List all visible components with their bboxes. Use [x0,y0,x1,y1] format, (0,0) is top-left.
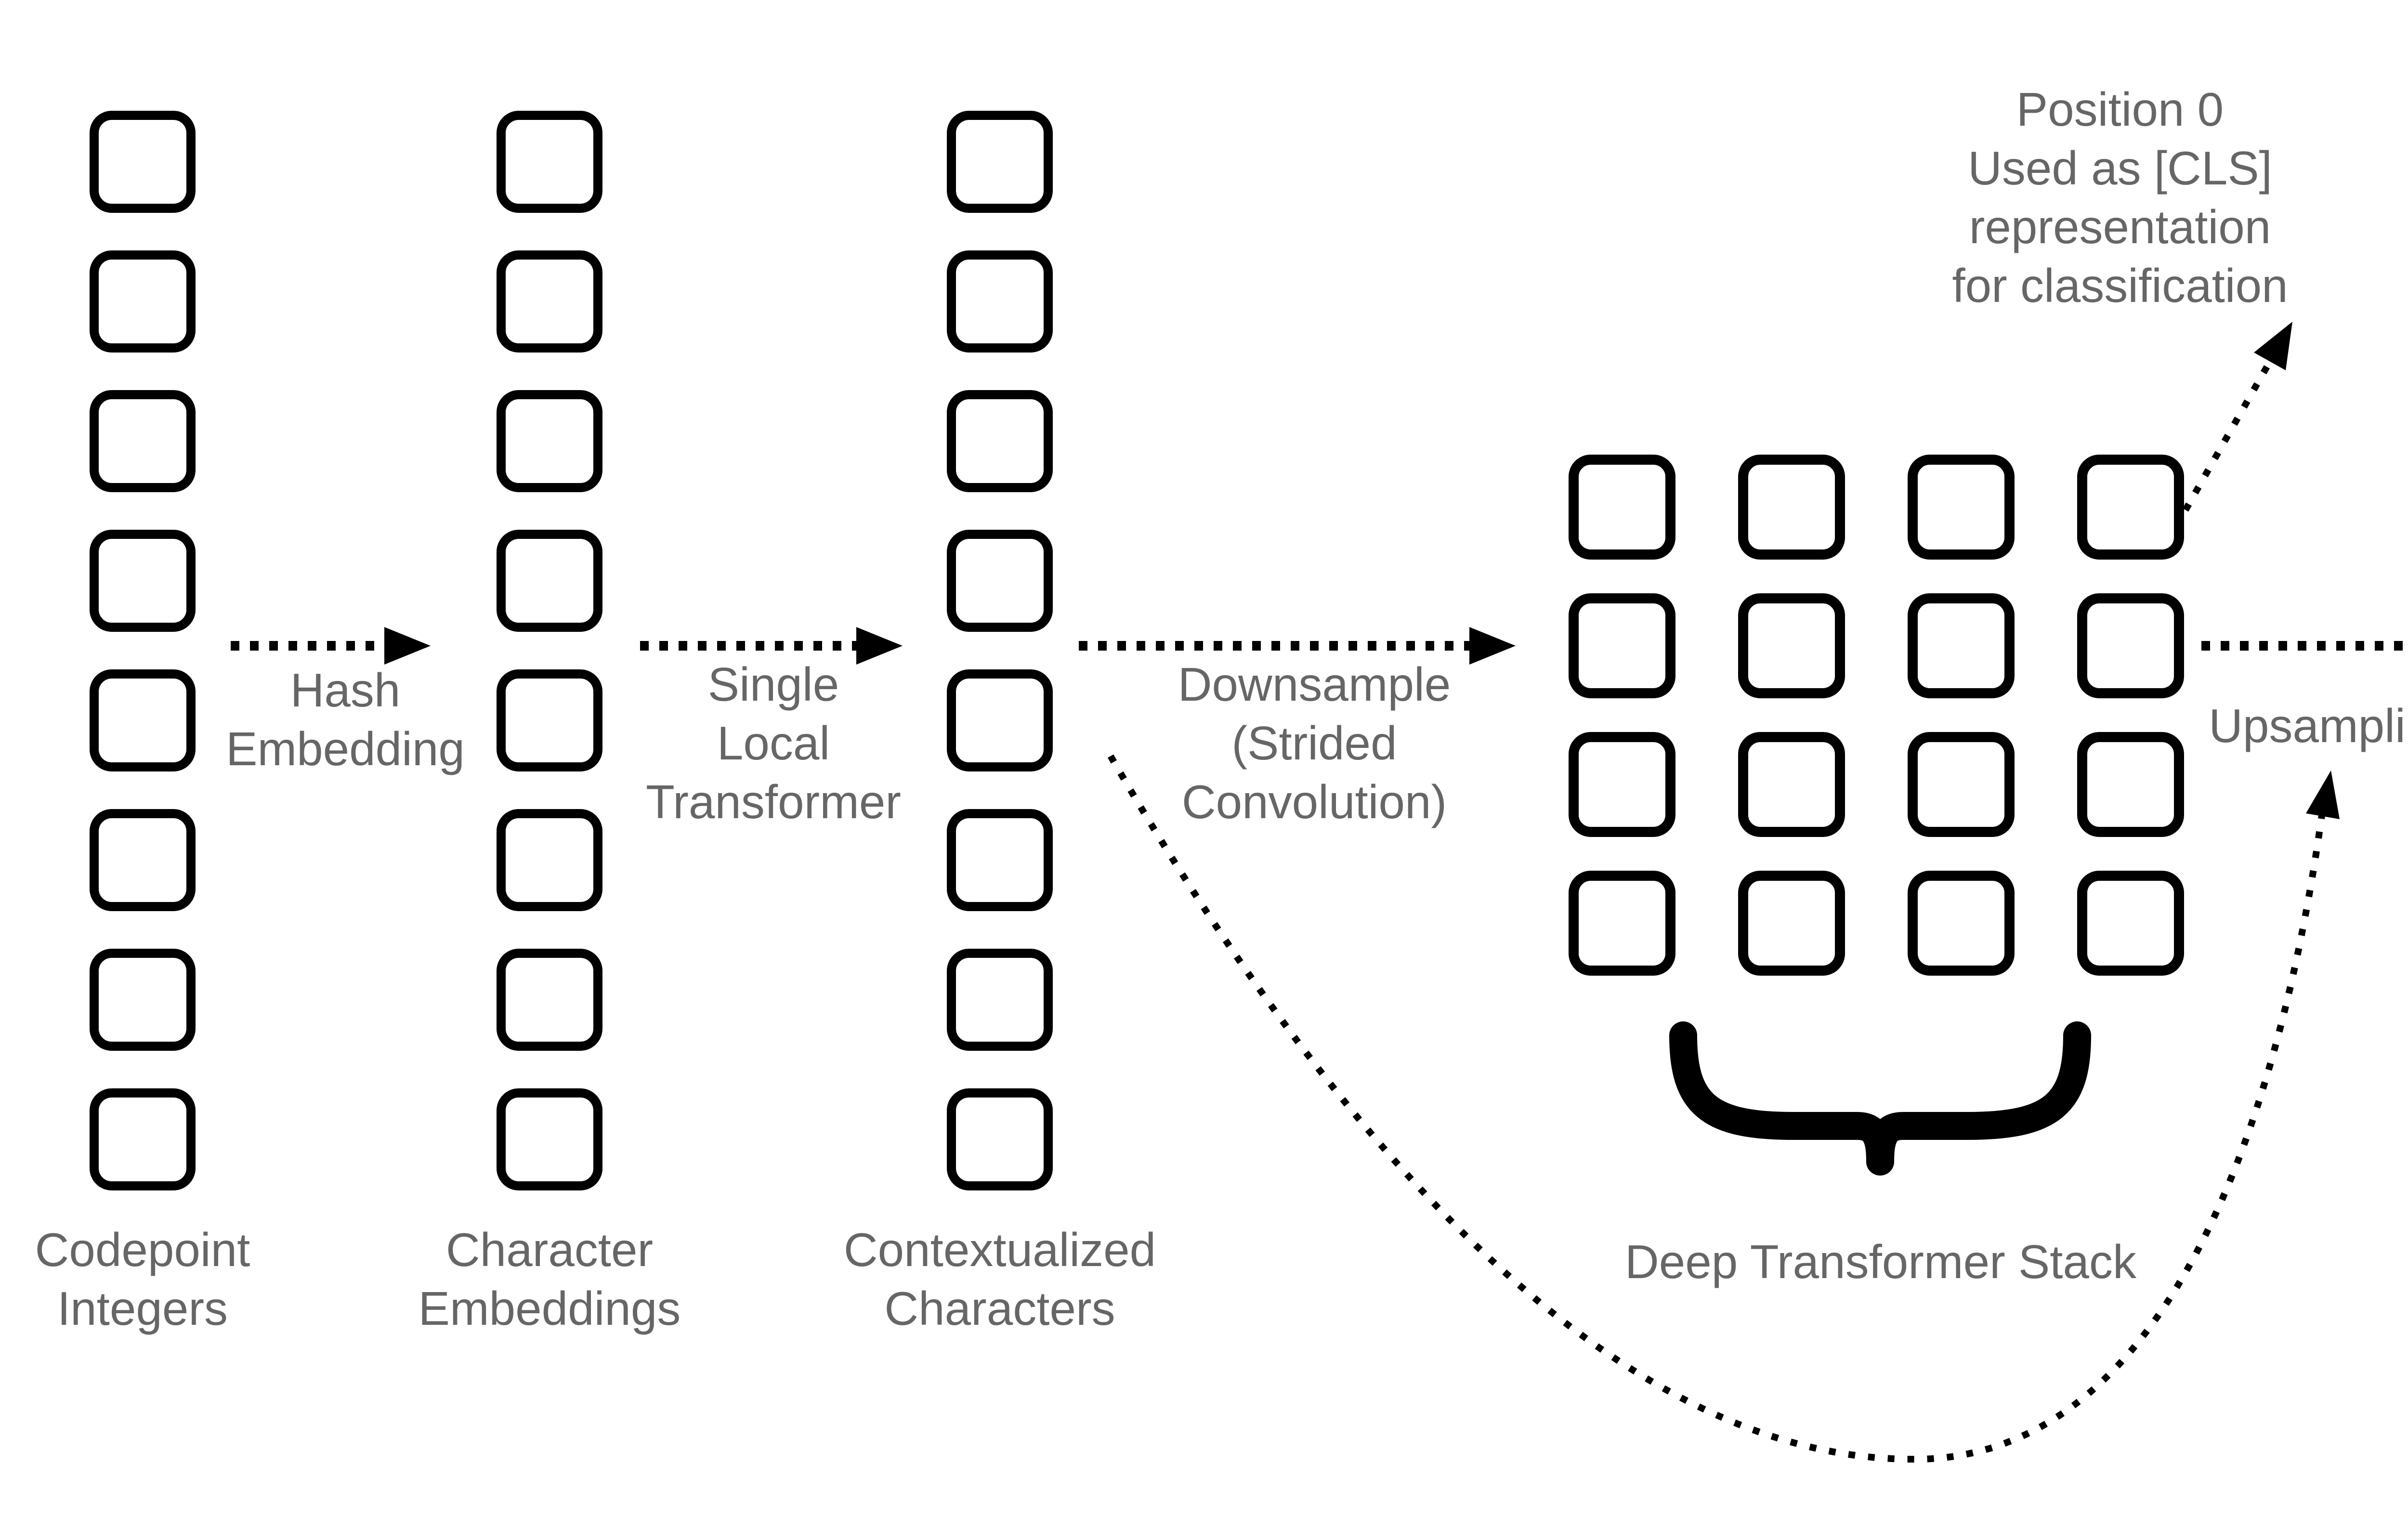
codepoint-box [90,669,196,771]
downsampled-position-box [1569,871,1675,976]
label-line: for classification [1952,259,2288,312]
label-line: Embedding [226,722,465,775]
downsampled-position-box [1908,455,2015,560]
character-embedding-box [497,390,602,492]
label-line: Character [445,1223,654,1276]
label-line: Upsampling [2209,699,2408,752]
character-embedding-box [497,669,602,771]
contextualized-character-box [947,250,1053,353]
codepoint-box [90,809,196,911]
codepoint-box [90,111,196,213]
label-line: Transformer [645,775,902,828]
label-line: Convolution) [1181,775,1447,828]
contextualized-character-box [947,530,1053,632]
character-embedding-box [497,111,602,213]
label-line: Hash [290,664,401,717]
contextualized-character-box [947,949,1053,1051]
cls-position-arrow [2182,360,2273,512]
codepoint-box [90,390,196,492]
codepoint-box [90,530,196,632]
contextualized-character-box [947,1088,1053,1190]
label-line: Integers [57,1282,228,1335]
contextualized-character-box [947,390,1053,492]
cls-annotation: Position 0 Used as [CLS]representation for… [1952,80,2288,315]
downsampled-position-box [1569,732,1675,837]
residual-connection-arrowhead [2306,771,2340,819]
column-character-embeddings [497,111,602,1190]
codepoint-box [90,1088,196,1190]
label-line: (Strided [1231,717,1397,770]
character-embedding-box [497,809,602,911]
downsampled-position-box [1738,871,1845,976]
label-line: Characters [884,1282,1115,1335]
downsampled-position-box [1908,732,2015,837]
deep-transformer-stack-brace-left [1669,1021,1894,1176]
single-local-transformer-arrowhead [856,627,903,665]
character-embedding-box [497,250,602,353]
residual-connection-arrow [1107,754,2325,1463]
downsampled-position-box [2077,593,2184,698]
downsampled-position-box [1738,593,1845,698]
contextualized-character-box [947,669,1053,771]
label-line: Codepoint [35,1223,250,1276]
cls-position-arrowhead [2254,322,2292,370]
label-line: representation [1969,200,2271,253]
deep-transformer-grid [1569,455,2184,976]
label-line: Contextualized [843,1223,1156,1276]
downsampled-position-box [1908,871,2015,976]
label-line: Downsample [1178,658,1451,711]
label-line: Single [707,658,839,711]
upsampling-label: Upsampling [2209,696,2408,755]
downsampled-position-box [1569,593,1675,698]
column-codepoint-integers [90,111,196,1190]
character-embedding-box [497,949,602,1051]
contextualized-character-box [947,111,1053,213]
character-embedding-box [497,1088,602,1190]
character-embedding-box [497,530,602,632]
downsampled-position-box [2077,871,2184,976]
hash-embedding-arrowhead [384,627,431,665]
downsample-arrowhead [1469,627,1516,665]
label-line: Embeddings [418,1282,681,1335]
codepoint-box [90,250,196,353]
deep-transformer-stack-label-text: Deep Transformer Stack [1624,1235,2137,1288]
deep-transformer-stack-label: Deep Transformer Stack [1625,1232,2136,1291]
downsampled-position-box [1738,455,1845,560]
codepoint-box [90,949,196,1051]
contextualized-character-box [947,809,1053,911]
downsampled-position-box [1908,593,2015,698]
label-line: Local [717,717,830,770]
downsampled-position-box [1569,455,1675,560]
downsampled-position-box [2077,732,2184,837]
downsampled-position-box [2077,455,2184,560]
downsampled-position-box [1738,732,1845,837]
label-line: Position 0 [2016,83,2224,136]
deep-transformer-stack-brace-right [1866,1021,2091,1176]
label-line: Used as [CLS] [1968,142,2272,195]
column-contextualized-characters [947,111,1053,1190]
